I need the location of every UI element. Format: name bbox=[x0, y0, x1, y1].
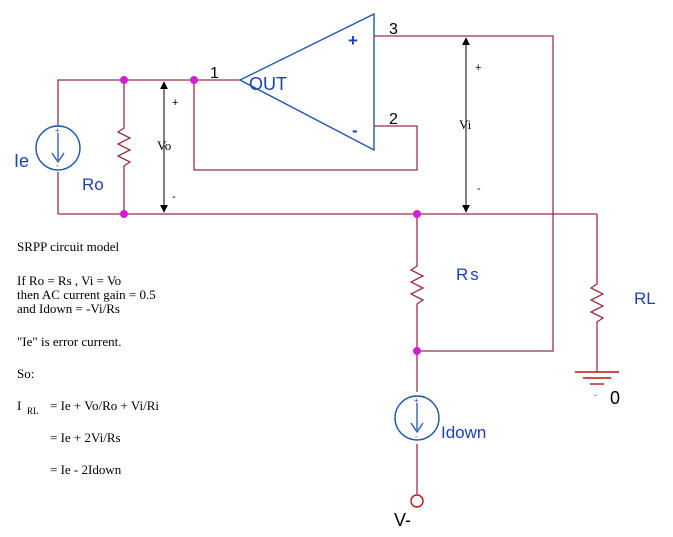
vi-label: Vi bbox=[459, 117, 472, 132]
idown-minus-sign: - bbox=[415, 432, 418, 441]
wire-feedback bbox=[193, 80, 418, 171]
opamp: OUT + - bbox=[238, 12, 375, 152]
vminus-terminal bbox=[410, 494, 424, 508]
ie-plus-sign: + bbox=[55, 126, 60, 135]
notes-title: SRPP circuit model bbox=[17, 239, 119, 254]
equation-1: = Ie + Vo/Ro + Vi/Ri bbox=[50, 398, 159, 413]
vo-minus: - bbox=[172, 191, 176, 203]
junction-dot bbox=[120, 76, 128, 84]
ie-current-source: + - bbox=[35, 125, 81, 171]
ie-minus-sign: - bbox=[56, 161, 59, 170]
ground-label: 0 bbox=[610, 388, 620, 408]
rl-resistor bbox=[589, 262, 605, 328]
wire-top-left bbox=[57, 79, 240, 126]
node-1-label: 1 bbox=[210, 65, 219, 82]
idown-plus-sign: + bbox=[414, 396, 419, 405]
notes-line-3: and Idown = -Vi/Rs bbox=[17, 301, 120, 316]
ro-resistor bbox=[116, 124, 132, 172]
junction-dot bbox=[413, 347, 421, 355]
rs-label: Rs bbox=[456, 265, 481, 284]
ie-label: Ie bbox=[14, 151, 29, 171]
vi-minus: - bbox=[477, 183, 481, 195]
idown-current-source: + - bbox=[394, 395, 440, 441]
equation-lhs-subscript: RL bbox=[27, 406, 39, 416]
vi-plus: + bbox=[475, 62, 481, 74]
wires bbox=[57, 35, 598, 494]
node-3-label: 3 bbox=[389, 21, 398, 38]
wire-node3 bbox=[374, 35, 554, 352]
notes-line-4: "Ie" is error current. bbox=[17, 334, 121, 349]
vminus-label: V- bbox=[394, 510, 411, 530]
notes-line-1: If Ro = Rs , Vi = Vo bbox=[17, 273, 121, 288]
equation-2: = Ie + 2Vi/Rs bbox=[50, 430, 121, 445]
notes-block: SRPP circuit model If Ro = Rs , Vi = Vo … bbox=[17, 239, 159, 477]
ground-minus: - bbox=[594, 390, 597, 400]
junction-dot bbox=[120, 210, 128, 218]
idown-label: Idown bbox=[441, 423, 486, 442]
opamp-out-label: OUT bbox=[249, 74, 287, 94]
opamp-plus-label: + bbox=[348, 31, 358, 50]
equation-lhs: I bbox=[17, 398, 21, 413]
junction-dot bbox=[413, 210, 421, 218]
node-2-label: 2 bbox=[389, 111, 398, 128]
ro-label: Ro bbox=[82, 175, 104, 194]
vo-label: Vo bbox=[157, 138, 171, 153]
vo-plus: + bbox=[172, 97, 178, 109]
rs-resistor bbox=[409, 262, 425, 310]
ground-symbol bbox=[575, 371, 619, 385]
notes-line-5: So: bbox=[17, 366, 34, 381]
junction-dots bbox=[120, 76, 421, 355]
rl-label: RL bbox=[634, 289, 656, 308]
junction-dot bbox=[190, 76, 198, 84]
opamp-minus-label: - bbox=[352, 121, 358, 140]
notes-line-2: then AC current gain = 0.5 bbox=[17, 287, 156, 302]
equation-3: = Ie - 2Idown bbox=[50, 462, 122, 477]
